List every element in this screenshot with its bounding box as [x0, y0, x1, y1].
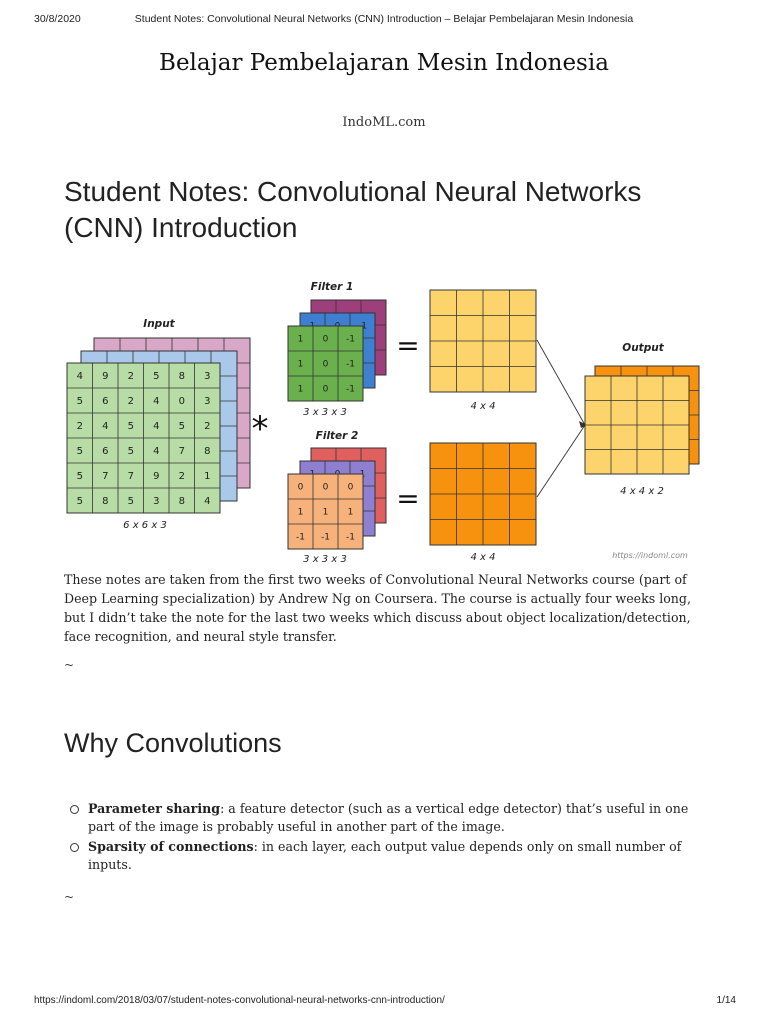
input-front-layer-value: 5 [153, 371, 159, 382]
input-front-layer-value: 7 [102, 471, 108, 482]
filter1-front-layer-value: 0 [323, 360, 329, 370]
filter1-label: Filter 1 [311, 281, 354, 293]
site-title[interactable]: Belajar Pembelajaran Mesin Indonesia [159, 50, 609, 76]
filter1-front-layer-value: 1 [298, 360, 304, 370]
print-date: 30/8/2020 [34, 13, 81, 25]
input-front-layer-value: 2 [128, 396, 134, 407]
equals-sign: = [396, 329, 419, 362]
filter1-front-layer-value: 1 [298, 385, 304, 395]
watermark: https://indoml.com [612, 551, 688, 560]
filter1-front-layer-value: 0 [323, 335, 329, 345]
input-front-layer-value: 3 [204, 371, 210, 382]
print-header-title: Student Notes: Convolutional Neural Netw… [134, 13, 634, 25]
input-front-layer-value: 4 [204, 496, 210, 507]
filter2-front-layer-value: 1 [323, 508, 329, 518]
input-front-layer-value: 4 [102, 421, 108, 432]
bullet-term: Parameter sharing [88, 801, 221, 816]
arrow-line [536, 339, 586, 426]
input-front-layer-value: 8 [179, 371, 185, 382]
arrow-line [536, 424, 586, 498]
bullet-text: : in each layer, each output value depen… [88, 839, 682, 872]
input-front-layer-value: 3 [153, 496, 159, 507]
input-front-layer-value: 5 [77, 396, 83, 407]
filter1-front-layer-value: -1 [346, 385, 355, 395]
input-front-layer-value: 6 [102, 446, 108, 457]
output-label: Output [622, 342, 664, 354]
filter1-front-layer-value: -1 [346, 360, 355, 370]
input-front-layer-value: 9 [102, 371, 108, 382]
filter2-label: Filter 2 [316, 430, 359, 442]
input-front-layer-value: 5 [77, 446, 83, 457]
input-front-layer-value: 4 [153, 421, 159, 432]
filter2-front-layer-value: -1 [346, 533, 355, 543]
intro-paragraph: These notes are taken from the first two… [64, 572, 691, 644]
out2-dims: 4 x 4 [471, 552, 496, 563]
filter1-front-layer-value: 0 [323, 385, 329, 395]
circle-bullet-icon [70, 843, 79, 852]
filter2-dims: 3 x 3 x 3 [303, 554, 347, 565]
input-front-layer-value: 9 [153, 471, 159, 482]
input-front-layer-value: 2 [179, 471, 185, 482]
section-heading: Why Convolutions [64, 728, 282, 758]
input-front-layer-value: 2 [204, 421, 210, 432]
convolution-operator: * [252, 409, 269, 449]
bullet-text: : a feature detector (such as a vertical… [88, 801, 689, 834]
circle-bullet-icon [70, 805, 79, 814]
filter2-front-layer-value: 1 [348, 508, 354, 518]
tilde-separator: ~ [64, 890, 75, 904]
filter1-front-layer-value: 1 [298, 335, 304, 345]
input-front-layer-value: 5 [77, 471, 83, 482]
post-title: Student Notes: Convolutional Neural Netw… [64, 176, 642, 243]
input-dims: 6 x 6 x 3 [123, 520, 167, 531]
filter1-dims: 3 x 3 x 3 [303, 407, 347, 418]
input-front-layer-value: 5 [128, 421, 134, 432]
cnn-diagram: Input 4 9 2 5 8 3 5 6 2 4 0 3 2 4 5 4 5 2 5 6 5 4 7 8 5 7 7 9 2 1 5 8 5 3 8… [66, 281, 700, 565]
cnn-figure: Input 4 9 2 5 8 3 5 6 2 4 0 3 2 4 5 4 5 2 5 6 5 4 7 8 5 7 7 9 2 1 5 8 5 3 8… [60, 275, 710, 570]
input-front-layer-value: 5 [77, 496, 83, 507]
bullet-term: Sparsity of connections [88, 839, 254, 854]
input-front-layer-value: 8 [204, 446, 210, 457]
filter2-front-layer-value: 0 [323, 483, 329, 493]
input-front-layer-value: 8 [102, 496, 108, 507]
input-label: Input [143, 318, 175, 330]
output-dims: 4 x 4 x 2 [620, 486, 664, 497]
filter2-front-layer-value: -1 [321, 533, 330, 543]
input-front-layer-value: 4 [77, 371, 83, 382]
input-front-layer-value: 0 [179, 396, 185, 407]
bullet-list: Parameter sharing: a feature detector (s… [64, 800, 704, 876]
print-footer-url: https://indoml.com/2018/03/07/student-no… [34, 995, 445, 1006]
equals-sign: = [396, 482, 419, 515]
bullet-item: Parameter sharing: a feature detector (s… [64, 800, 704, 836]
print-page-number: 1/14 [716, 995, 736, 1006]
input-front-layer-value: 1 [204, 471, 210, 482]
out1-dims: 4 x 4 [471, 401, 496, 412]
input-front-layer-value: 4 [153, 396, 159, 407]
input-front-layer-value: 2 [77, 421, 83, 432]
input-front-layer-value: 2 [128, 371, 134, 382]
filter1-front-layer [287, 325, 364, 402]
input-front-layer-value: 3 [204, 396, 210, 407]
site-subtitle[interactable]: IndoML.com [342, 115, 426, 130]
bullet-item: Sparsity of connections: in each layer, … [64, 838, 704, 874]
input-front-layer-value: 5 [128, 446, 134, 457]
arrow-head-icon [579, 421, 587, 428]
input-front-layer-value: 7 [179, 446, 185, 457]
input-front-layer-value: 8 [179, 496, 185, 507]
input-front-layer-value: 5 [179, 421, 185, 432]
input-front-layer-value: 5 [128, 496, 134, 507]
filter2-front-layer-value: 1 [298, 508, 304, 518]
filter2-front-layer [287, 473, 364, 550]
input-front-layer-value: 6 [102, 396, 108, 407]
filter1-front-layer-value: -1 [346, 335, 355, 345]
filter2-front-layer-value: -1 [296, 533, 305, 543]
input-front-layer-value: 4 [153, 446, 159, 457]
filter2-front-layer-value: 0 [298, 483, 304, 493]
input-front-layer-value: 7 [128, 471, 134, 482]
tilde-separator: ~ [64, 658, 75, 672]
filter2-front-layer-value: 0 [348, 483, 354, 493]
